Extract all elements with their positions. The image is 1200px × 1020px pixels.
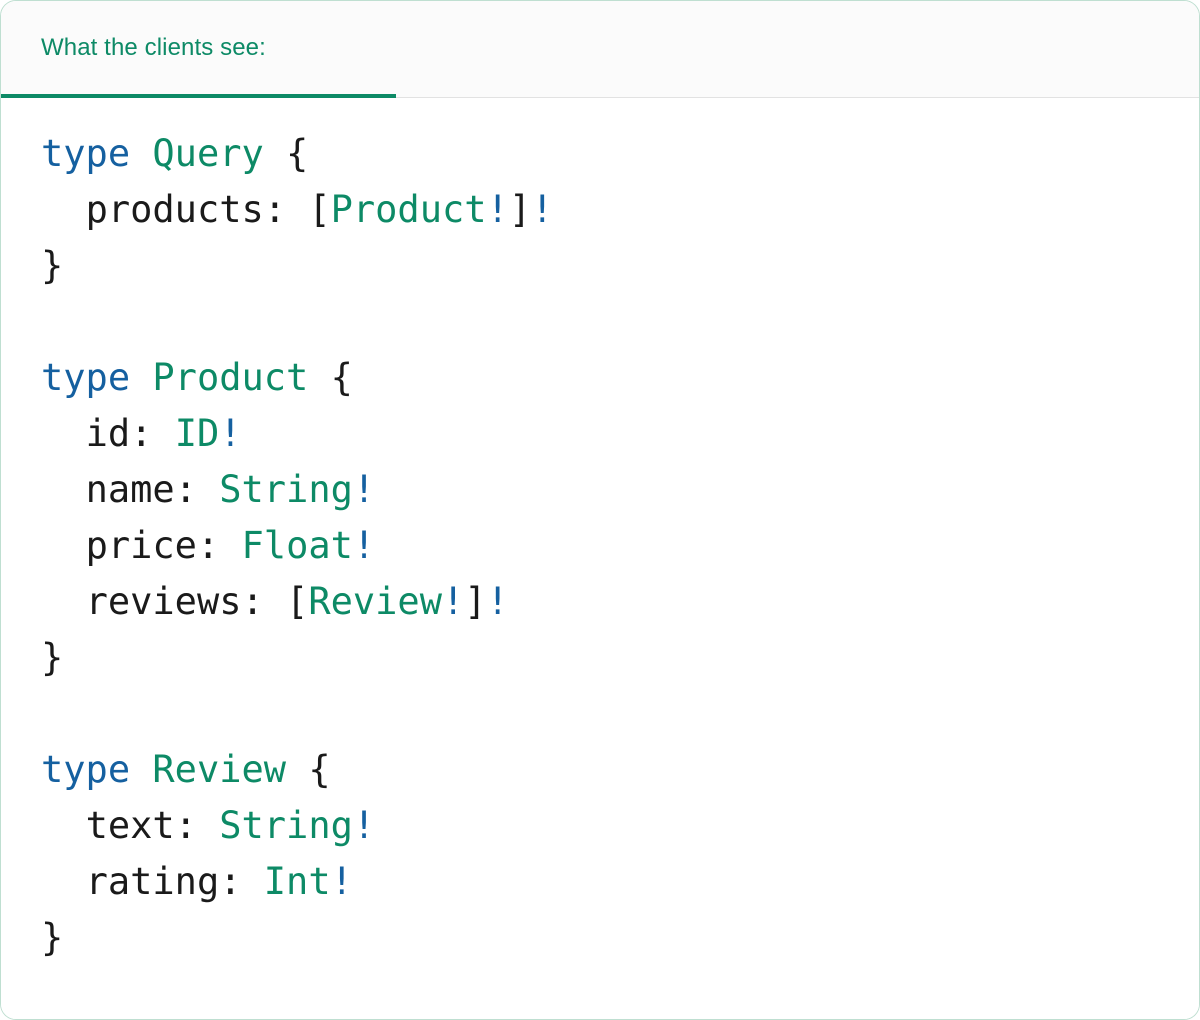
code-token-type: Review: [308, 580, 442, 623]
code-token-punct: {: [286, 748, 331, 791]
code-token-punct: :: [196, 524, 242, 567]
code-line: products: [Product!]!: [41, 182, 1159, 238]
code-token-bang: !: [486, 580, 509, 623]
code-line: [41, 686, 1159, 742]
code-line: type Review {: [41, 742, 1159, 798]
code-token-punct: ]: [508, 188, 532, 231]
code-token-plain: [130, 132, 152, 175]
code-token-field: text: [85, 804, 175, 847]
code-line: id: ID!: [41, 406, 1159, 462]
code-token-bang: !: [352, 524, 376, 567]
code-token-bang: !: [486, 188, 509, 231]
code-line: type Query {: [41, 126, 1159, 182]
code-token-punct: }: [41, 636, 64, 679]
code-token-punct: :: [174, 804, 220, 847]
code-token-type: Query: [152, 132, 264, 175]
code-token-type: Review: [152, 748, 287, 791]
code-token-field: id: [85, 412, 131, 455]
code-token-kw: type: [41, 132, 131, 175]
code-token-plain: [130, 356, 152, 399]
code-token-plain: [41, 524, 86, 567]
code-token-field: name: [85, 468, 175, 511]
code-token-kw: type: [41, 356, 131, 399]
code-token-field: reviews: [85, 580, 242, 623]
code-token-plain: [41, 804, 86, 847]
code-token-punct: {: [263, 132, 309, 175]
code-token-field: rating: [85, 860, 220, 903]
code-line: }: [41, 910, 1159, 966]
code-token-punct: :: [130, 412, 175, 455]
code-token-plain: [41, 860, 86, 903]
code-token-punct: ]: [464, 580, 487, 623]
code-token-plain: [41, 412, 86, 455]
code-token-bang: !: [441, 580, 465, 623]
tab-strip: What the clients see:: [1, 1, 1199, 98]
code-token-field: products: [85, 188, 264, 231]
code-token-bang: !: [531, 188, 554, 231]
code-token-plain: [41, 188, 86, 231]
code-token-plain: [41, 468, 86, 511]
code-token-punct: :: [174, 468, 220, 511]
code-token-plain: [41, 580, 86, 623]
code-line: price: Float!: [41, 518, 1159, 574]
code-token-kw: type: [41, 748, 131, 791]
graphql-schema-code: type Query { products: [Product!]!} type…: [41, 126, 1159, 966]
code-token-field: price: [85, 524, 197, 567]
code-token-type: Product: [152, 356, 309, 399]
code-token-bang: !: [352, 468, 376, 511]
code-line: reviews: [Review!]!: [41, 574, 1159, 630]
code-line: }: [41, 630, 1159, 686]
code-line: }: [41, 238, 1159, 294]
tab-what-the-clients-see[interactable]: What the clients see:: [1, 1, 396, 98]
code-token-punct: }: [41, 916, 64, 959]
code-token-type: Int: [263, 860, 331, 903]
code-line: rating: Int!: [41, 854, 1159, 910]
code-token-type: String: [219, 468, 353, 511]
code-token-punct: : [: [263, 188, 331, 231]
code-line: text: String!: [41, 798, 1159, 854]
code-token-type: ID: [174, 412, 220, 455]
code-token-punct: }: [41, 244, 64, 287]
code-token-type: Float: [241, 524, 353, 567]
code-body: type Query { products: [Product!]!} type…: [1, 98, 1199, 1019]
code-token-plain: [130, 748, 152, 791]
code-token-bang: !: [352, 804, 376, 847]
code-token-bang: !: [330, 860, 353, 903]
code-line: name: String!: [41, 462, 1159, 518]
code-line: [41, 294, 1159, 350]
code-line: type Product {: [41, 350, 1159, 406]
code-token-punct: {: [308, 356, 353, 399]
tab-label: What the clients see:: [41, 33, 266, 61]
code-token-type: Product: [330, 188, 487, 231]
code-token-bang: !: [219, 412, 242, 455]
code-token-punct: : [: [241, 580, 309, 623]
code-token-punct: :: [219, 860, 264, 903]
code-token-type: String: [219, 804, 353, 847]
